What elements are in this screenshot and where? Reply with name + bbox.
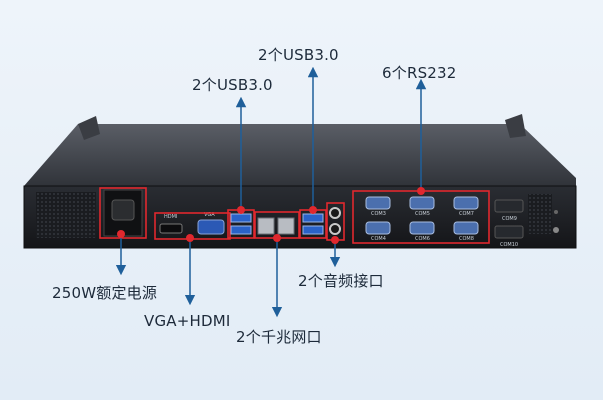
audio-marker-dot [331,236,339,244]
com3-port [365,196,391,210]
rack-ear-left [78,116,100,140]
com6-port [409,221,435,235]
power-highlight-box [99,187,147,239]
com4-label: COM4 [371,236,386,242]
usb-port-left-2 [230,225,252,235]
usb-left-marker-dot [237,206,245,214]
callout-audio: 2个音频接口 [298,272,384,290]
callout-usb-left: 2个USB3.0 [192,76,273,94]
vent-right [528,194,552,234]
com5-port [409,196,435,210]
ground-screw [553,227,559,233]
hdmi-port-label: HDMI [164,214,177,220]
vent-left [36,192,96,238]
usb-right-marker-dot [309,206,317,214]
chassis-top [24,124,576,192]
com7-label: COM7 [459,211,474,217]
callout-lan: 2个千兆网口 [236,328,322,346]
audio-jack-1 [329,207,341,219]
com3-label: COM3 [371,211,386,217]
com7-port [453,196,479,210]
com9-label: COM9 [502,216,517,222]
callout-rs232: 6个RS232 [382,64,457,82]
vga-hdmi-marker-dot [186,234,194,242]
callout-usb-right: 2个USB3.0 [258,46,339,64]
hdmi-port [159,223,183,234]
power-socket-inner [111,199,135,221]
lan-marker-dot [273,234,281,242]
usb-port-left-1 [230,213,252,223]
com6-label: COM6 [415,236,430,242]
lan-port-1 [257,217,275,235]
callout-vga-hdmi: VGA+HDMI [144,312,231,330]
usb-port-right-1 [302,213,324,223]
callout-power: 250W额定电源 [52,284,158,302]
screw-right [554,210,558,214]
com5-label: COM5 [415,211,430,217]
com9-plate [494,199,524,213]
audio-jack-2 [329,223,341,235]
vga-port [197,219,225,235]
vga-port-label: VGA [204,212,215,218]
com8-label: COM8 [459,236,474,242]
rack-ear-right [505,114,526,138]
com4-port [365,221,391,235]
lan-port-2 [277,217,295,235]
rs232-marker-dot [417,187,425,195]
power-marker-dot [117,230,125,238]
com10-plate [494,225,524,239]
com10-label: COM10 [500,242,518,248]
usb-port-right-2 [302,225,324,235]
com8-port [453,221,479,235]
